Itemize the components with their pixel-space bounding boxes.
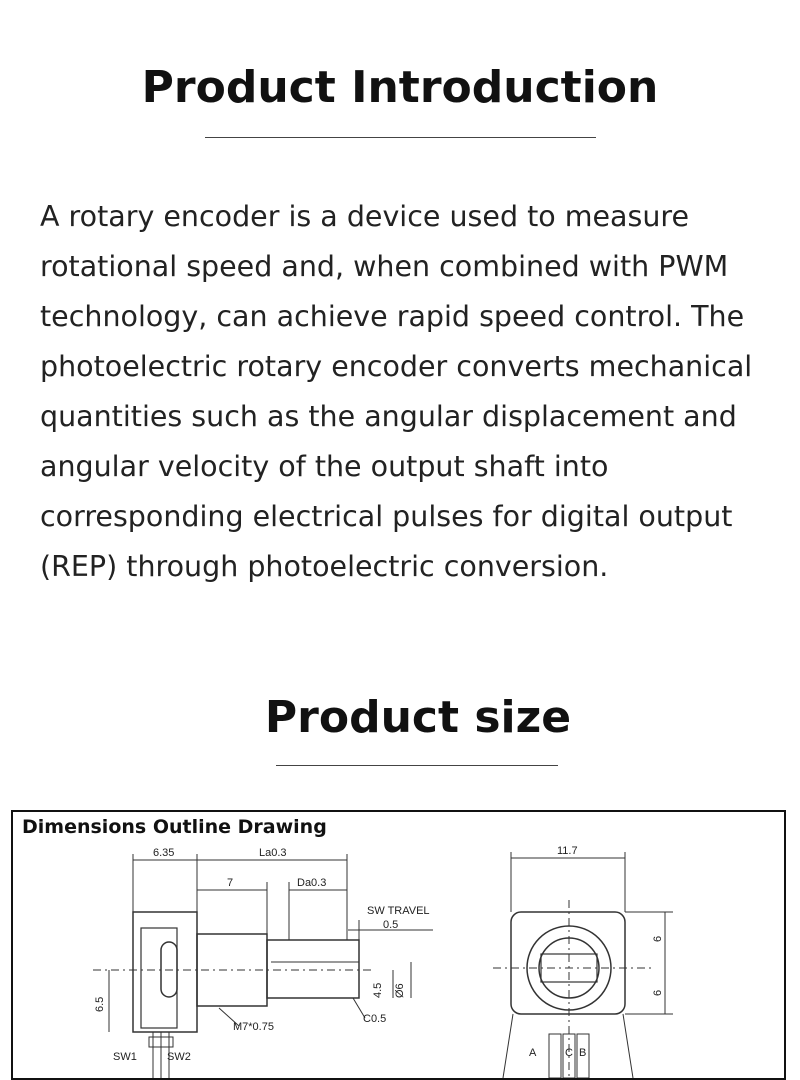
dim-da: Da0.3 <box>297 877 326 889</box>
dim-shaft-45: 4.5 <box>372 983 384 998</box>
dim-7: 7 <box>227 877 233 889</box>
side-view-shaft <box>266 939 360 999</box>
label-sw1: SW1 <box>113 1051 137 1063</box>
dim-width-635: 6.35 <box>153 847 174 859</box>
dim-la: La0.3 <box>259 847 287 859</box>
dimensions-drawing: Dimensions Outline Drawing <box>11 810 786 1080</box>
dim-height-6-top: 6 <box>652 936 664 942</box>
intro-divider <box>205 137 596 138</box>
drawing-label: Dimensions Outline Drawing <box>22 816 327 838</box>
front-view-body <box>510 911 626 1015</box>
side-view-body <box>132 911 198 1033</box>
dim-width-117: 11.7 <box>557 845 578 857</box>
dim-c05: C0.5 <box>363 1013 386 1025</box>
outline-drawing-svg: 6.35 La0.3 7 Da0.3 SW TRAVEL 0.5 4.5 Ø6 … <box>93 845 673 1078</box>
pin-b: B <box>579 1047 586 1059</box>
label-sw2: SW2 <box>167 1051 191 1063</box>
dim-shaft-6: Ø6 <box>394 983 406 998</box>
size-divider <box>276 765 558 766</box>
dim-sw-travel: SW TRAVEL <box>367 905 430 917</box>
dim-height-65: 6.5 <box>94 997 106 1012</box>
dim-height-6-bottom: 6 <box>652 990 664 996</box>
dim-m7: M7*0.75 <box>233 1021 274 1033</box>
intro-paragraph: A rotary encoder is a device used to mea… <box>40 200 753 583</box>
pin-c: C <box>565 1047 573 1059</box>
dim-sw-travel-value: 0.5 <box>383 919 398 931</box>
pin-a: A <box>529 1047 537 1059</box>
intro-title: Product Introduction <box>141 62 659 113</box>
size-title: Product size <box>264 692 572 743</box>
